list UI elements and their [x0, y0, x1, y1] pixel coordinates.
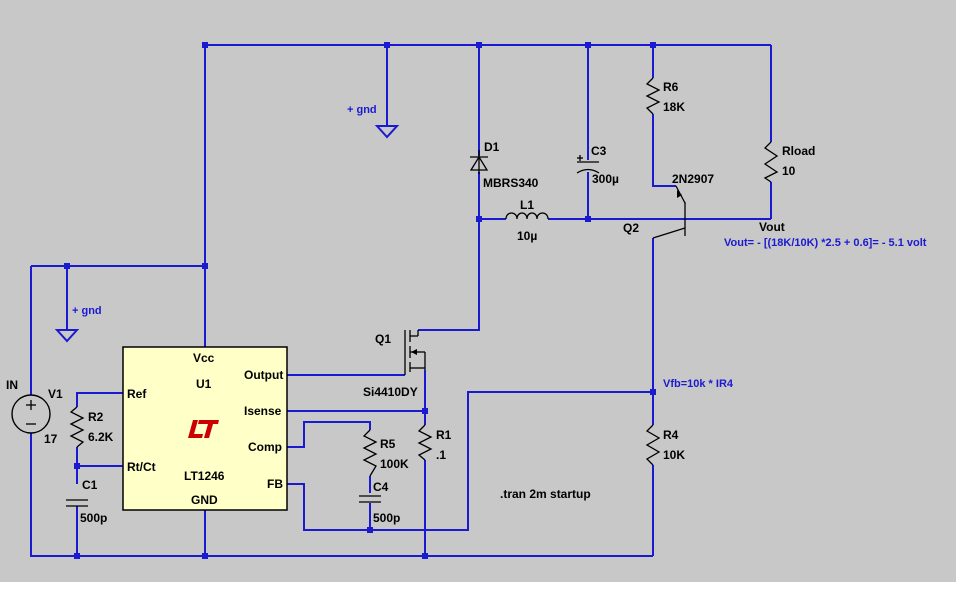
c4-name: C4 — [373, 480, 389, 494]
c4-value: 500p — [373, 511, 400, 525]
junction-dot — [202, 263, 208, 269]
r4-name: R4 — [663, 428, 679, 442]
mosfet-q1[interactable] — [404, 330, 426, 375]
c1-name: C1 — [82, 478, 98, 492]
ic-pin-isense: Isense — [244, 404, 282, 418]
junction-dot — [422, 553, 428, 559]
r1-name: R1 — [436, 428, 452, 442]
vfb-formula: Vfb=10k * IR4 — [663, 378, 734, 390]
ground-label-left: + gnd — [72, 305, 102, 317]
rload-value: 10 — [782, 164, 796, 178]
r1-value: .1 — [436, 448, 446, 462]
r2-value: 6.2K — [88, 430, 114, 444]
resistor-r1[interactable] — [417, 424, 433, 461]
junction-dot — [367, 527, 373, 533]
resistor-r6[interactable] — [645, 77, 661, 115]
capacitor-c4[interactable] — [359, 495, 381, 503]
junction-dot — [585, 42, 591, 48]
resistor-r4[interactable] — [645, 424, 661, 466]
junction-dot — [476, 216, 482, 222]
junction-dot — [585, 216, 591, 222]
vout-formula: Vout= - [(18K/10K) *2.5 + 0.6]= - 5.1 vo… — [724, 237, 927, 249]
resistor-rload[interactable] — [763, 141, 779, 183]
c3-value: 300µ — [592, 172, 619, 186]
ic-pin-output: Output — [244, 368, 283, 382]
junction-dot — [202, 553, 208, 559]
junction-dot — [74, 553, 80, 559]
r5-name: R5 — [380, 437, 396, 451]
ic-pin-rtct: Rt/Ct — [127, 460, 156, 474]
r2-name: R2 — [88, 410, 104, 424]
junction-dot — [650, 42, 656, 48]
rload-name: Rload — [782, 144, 815, 158]
junction-dot — [422, 408, 428, 414]
d1-name: D1 — [484, 140, 500, 154]
l1-value: 10µ — [517, 229, 537, 243]
l1-name: L1 — [520, 198, 534, 212]
inductor-l1[interactable] — [505, 212, 549, 220]
c1-value: 500p — [80, 511, 107, 525]
ground-label-top: + gnd — [347, 104, 377, 116]
junction-dot — [64, 263, 70, 269]
r4-value: 10K — [663, 448, 685, 462]
ic-pin-fb: FB — [267, 477, 283, 491]
q1-name: Q1 — [375, 332, 391, 346]
diode-d1[interactable] — [469, 150, 489, 174]
capacitor-c1[interactable] — [66, 499, 88, 507]
ic-body[interactable] — [122, 346, 288, 511]
net-label-vout: Vout — [759, 220, 785, 234]
spice-directive[interactable]: .tran 2m startup — [500, 487, 591, 501]
resistor-r2[interactable] — [69, 406, 85, 448]
v1-name: V1 — [48, 387, 63, 401]
ic-pin-vcc: Vcc — [193, 351, 215, 365]
junctions — [64, 42, 656, 559]
junction-dot — [202, 42, 208, 48]
wires — [30, 44, 772, 557]
junction-dot — [74, 463, 80, 469]
ic-pin-comp: Comp — [248, 440, 282, 454]
ic-ref-designator: U1 — [196, 377, 212, 391]
ic-pin-ref: Ref — [127, 387, 147, 401]
r5-value: 100K — [380, 457, 409, 471]
ic-pin-gnd: GND — [191, 493, 218, 507]
junction-dot — [650, 389, 656, 395]
d1-part: MBRS340 — [483, 176, 539, 190]
junction-dot — [476, 42, 482, 48]
q2-part: 2N2907 — [672, 172, 714, 186]
ground-symbol-top — [374, 125, 400, 139]
resistor-r5[interactable] — [362, 429, 378, 477]
r6-name: R6 — [663, 80, 679, 94]
ground-symbol-left — [54, 329, 80, 343]
capacitor-c3[interactable] — [576, 155, 600, 174]
junction-dot — [384, 42, 390, 48]
port-label-in: IN — [6, 378, 18, 392]
v1-value: 17 — [44, 432, 58, 446]
q1-part: Si4410DY — [363, 385, 418, 399]
ic-u1-lt1246[interactable]: Vcc U1 Ref Output Isense Rt/Ct Comp LT12… — [122, 346, 288, 511]
c3-name: C3 — [591, 144, 607, 158]
r6-value: 18K — [663, 100, 685, 114]
transistor-q2[interactable] — [652, 185, 686, 239]
ic-part-number: LT1246 — [184, 469, 225, 483]
q2-name: Q2 — [623, 221, 639, 235]
lt-logo-icon — [188, 420, 219, 438]
voltage-source-v1[interactable] — [11, 394, 51, 434]
